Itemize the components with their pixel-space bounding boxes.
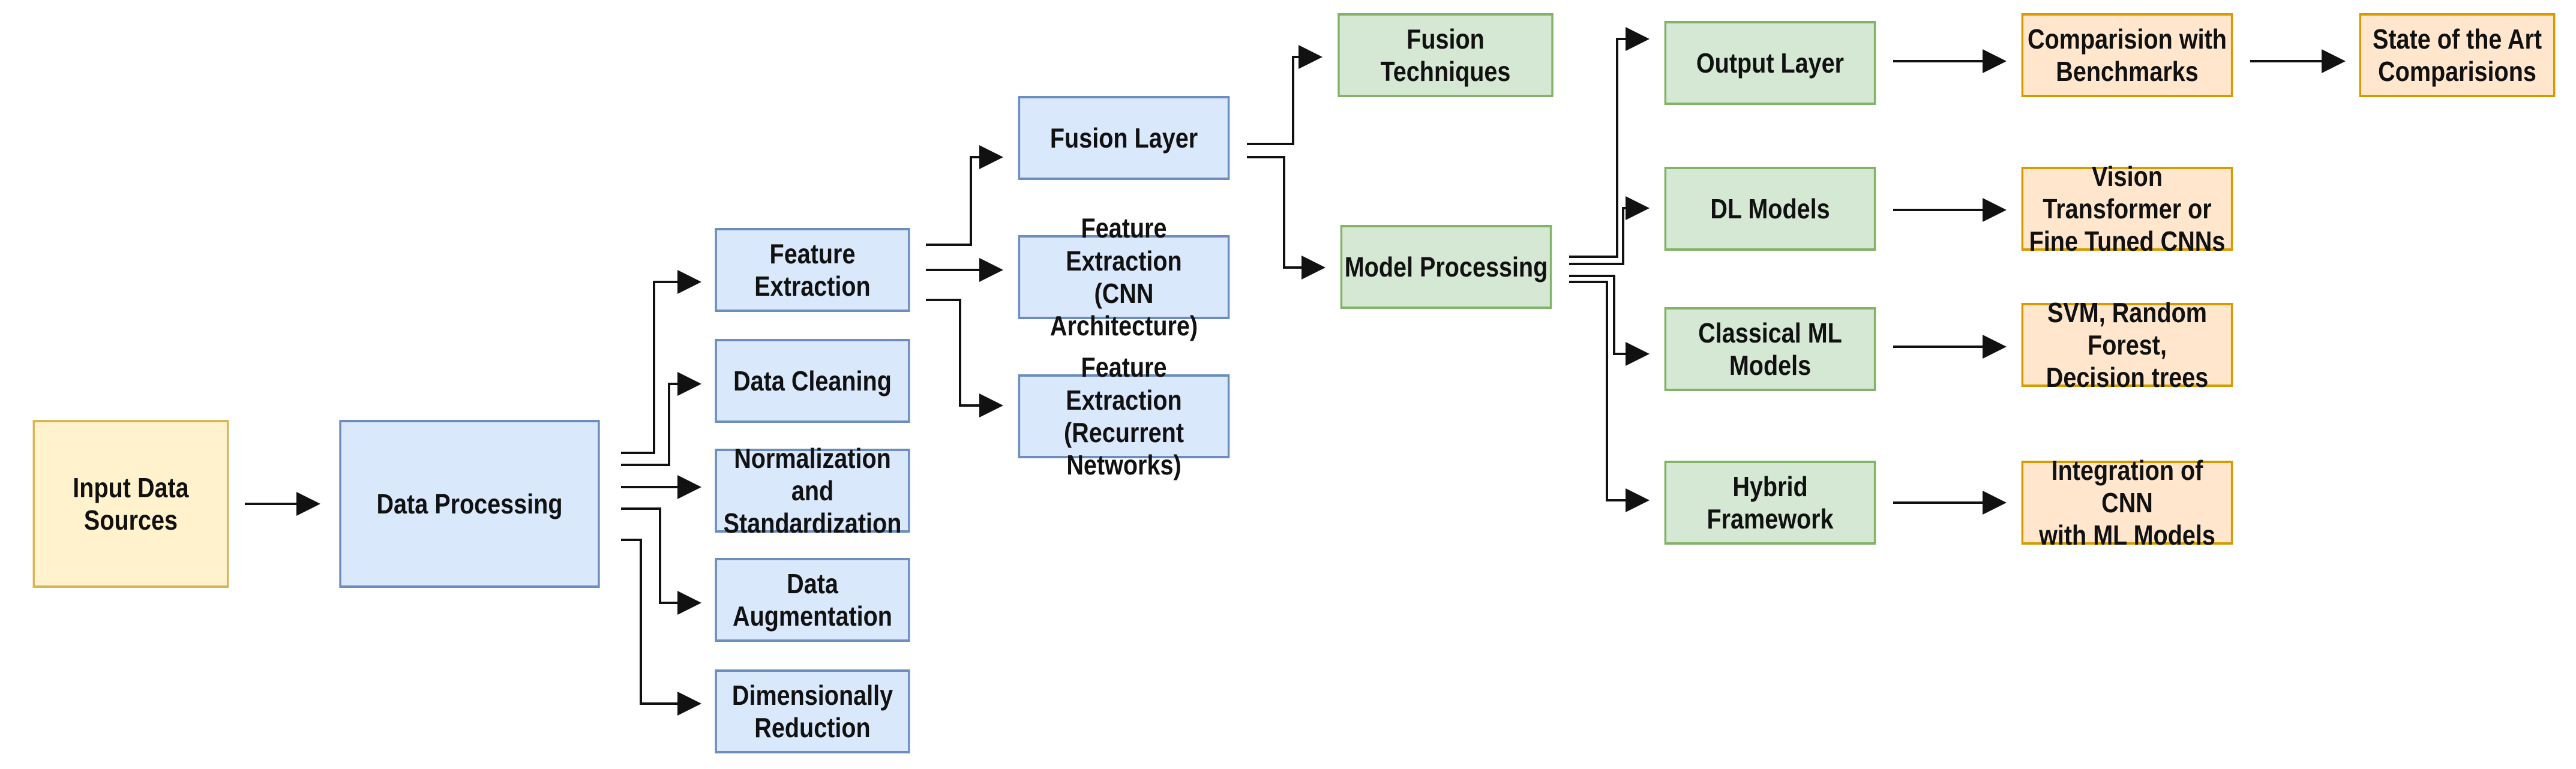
model-processing-node: Model Processing	[1340, 225, 1552, 309]
feature-extraction-rnn-node: Feature Extraction (Recurrent Networks)	[1018, 352, 1230, 480]
svm-random-forest-node: SVM, Random Forest, Decision trees	[2021, 297, 2233, 393]
dl-models-node: DL Models	[1664, 167, 1876, 251]
edge-processing-to-feature-extraction	[621, 270, 701, 454]
feature-extraction-rnn-label: Feature Extraction (Recurrent Networks)	[1063, 352, 1184, 481]
input-data-sources-label: Input Data Sources	[73, 471, 189, 536]
hybrid-framework-node: Hybrid Framework	[1664, 461, 1876, 545]
fusion-layer-node: Fusion Layer	[1018, 96, 1230, 180]
dimensionally-reduction-node: Dimensionally Reduction	[715, 669, 910, 753]
feature-extraction-cnn-label: Feature Extraction (CNN Architecture)	[1049, 212, 1198, 342]
edge-feature-extraction-to-rnn	[926, 299, 1003, 417]
input-data-sources-node: Input Data Sources	[32, 420, 229, 588]
hybrid-framework-label: Hybrid Framework	[1707, 470, 1834, 534]
feature-extraction-node: Feature Extraction	[715, 228, 910, 312]
model-processing-label: Model Processing	[1344, 251, 1548, 283]
edge-processing-to-data-augmentation	[621, 507, 701, 615]
edge-feature-extraction-to-fusion-layer	[926, 145, 1003, 246]
vision-transformer-label: Vision Transformer or Fine Tuned CNNs	[2029, 160, 2226, 257]
state-of-the-art-label: State of the Art Comparisions	[2372, 23, 2542, 87]
fusion-layer-label: Fusion Layer	[1049, 122, 1198, 154]
data-cleaning-node: Data Cleaning	[715, 339, 910, 423]
normalization-label: Normalization and Standardization	[723, 442, 902, 539]
fusion-techniques-label: Fusion Techniques	[1380, 23, 1511, 87]
integration-cnn-ml-label: Integration of CNN with ML Models	[2039, 454, 2215, 551]
feature-extraction-cnn-node: Feature Extraction (CNN Architecture)	[1018, 212, 1230, 341]
normalization-node: Normalization and Standardization	[715, 443, 910, 539]
comparision-benchmarks-label: Comparision with Benchmarks	[2028, 23, 2227, 87]
vision-transformer-node: Vision Transformer or Fine Tuned CNNs	[2021, 161, 2233, 257]
classical-ml-models-label: Classical ML Models	[1698, 317, 1842, 381]
state-of-the-art-node: State of the Art Comparisions	[2359, 13, 2556, 97]
data-cleaning-label: Data Cleaning	[733, 365, 892, 396]
integration-cnn-ml-node: Integration of CNN with ML Models	[2021, 455, 2233, 551]
output-layer-label: Output Layer	[1696, 47, 1845, 79]
dimensionally-reduction-label: Dimensionally Reduction	[731, 679, 893, 743]
edge-model-processing-to-classical-ml	[1569, 275, 1650, 366]
classical-ml-models-node: Classical ML Models	[1664, 307, 1876, 391]
edge-model-processing-to-dl-models	[1569, 196, 1650, 265]
edge-fusion-layer-to-fusion-techniques	[1247, 45, 1323, 145]
output-layer-node: Output Layer	[1664, 21, 1876, 105]
edge-processing-to-dimensionally-reduction	[621, 539, 701, 716]
feature-extraction-label: Feature Extraction	[754, 238, 871, 302]
svm-random-forest-label: SVM, Random Forest, Decision trees	[2046, 296, 2209, 393]
data-processing-label: Data Processing	[376, 488, 563, 519]
edge-processing-to-data-cleaning	[621, 372, 701, 466]
data-augmentation-label: Data Augmentation	[733, 567, 892, 632]
edge-model-processing-to-hybrid	[1569, 281, 1650, 512]
edge-model-processing-to-output-layer	[1569, 27, 1650, 258]
data-augmentation-node: Data Augmentation	[715, 558, 910, 642]
edge-fusion-layer-to-model-processing	[1247, 156, 1326, 280]
data-processing-node: Data Processing	[339, 420, 600, 588]
comparision-benchmarks-node: Comparision with Benchmarks	[2021, 13, 2233, 97]
dl-models-label: DL Models	[1710, 193, 1830, 224]
fusion-techniques-node: Fusion Techniques	[1338, 13, 1554, 97]
